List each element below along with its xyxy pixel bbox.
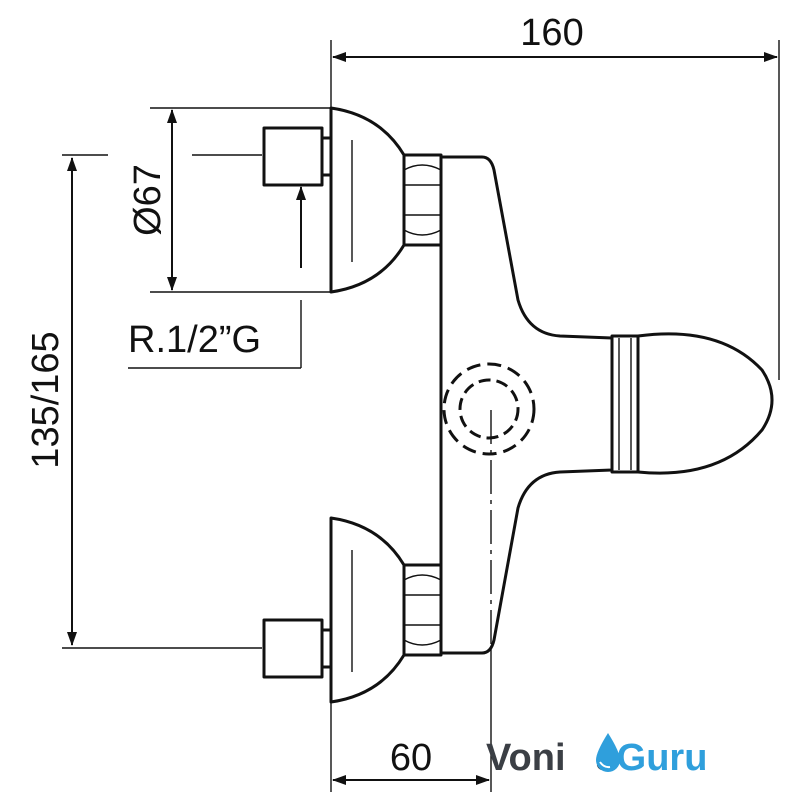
lower-pipe-stub [262, 618, 324, 679]
diverter-inner [458, 378, 520, 440]
dimension-center-distance-label: 135/165 [25, 331, 67, 468]
upper-connector [262, 106, 443, 294]
lower-escutcheon [329, 516, 406, 704]
faucet-body [439, 155, 774, 655]
vonios-guru-logo: VonisGuru [486, 733, 707, 779]
svg-text:VonisGuru: VonisGuru [486, 737, 707, 779]
spout-tip [636, 332, 774, 475]
logo-text-guru: Guru [617, 737, 708, 779]
upper-pipe-collar [320, 136, 333, 177]
spout-ring [610, 334, 640, 474]
water-drop-icon [596, 733, 620, 772]
upper-escutcheon [329, 106, 406, 294]
diverter-circle [442, 362, 536, 456]
dimension-thread-label: R.1/2”G [128, 319, 261, 361]
dimension-diameter-label: Ø67 [127, 164, 169, 236]
dimension-60-label: 60 [390, 737, 432, 779]
lower-pipe-collar [320, 628, 333, 669]
dimension-160-label: 160 [520, 12, 583, 54]
dimension-160: 160 [330, 12, 780, 380]
logo-text-voni: Voni [486, 737, 566, 779]
lower-connector [262, 516, 443, 704]
lower-nut [402, 563, 443, 657]
upper-pipe-stub [262, 126, 324, 187]
upper-nut [402, 153, 443, 247]
dimension-center-distance: 135/165 [25, 154, 262, 649]
dimension-thread: R.1/2”G [128, 154, 306, 369]
dimension-diameter: Ø67 [127, 107, 330, 293]
